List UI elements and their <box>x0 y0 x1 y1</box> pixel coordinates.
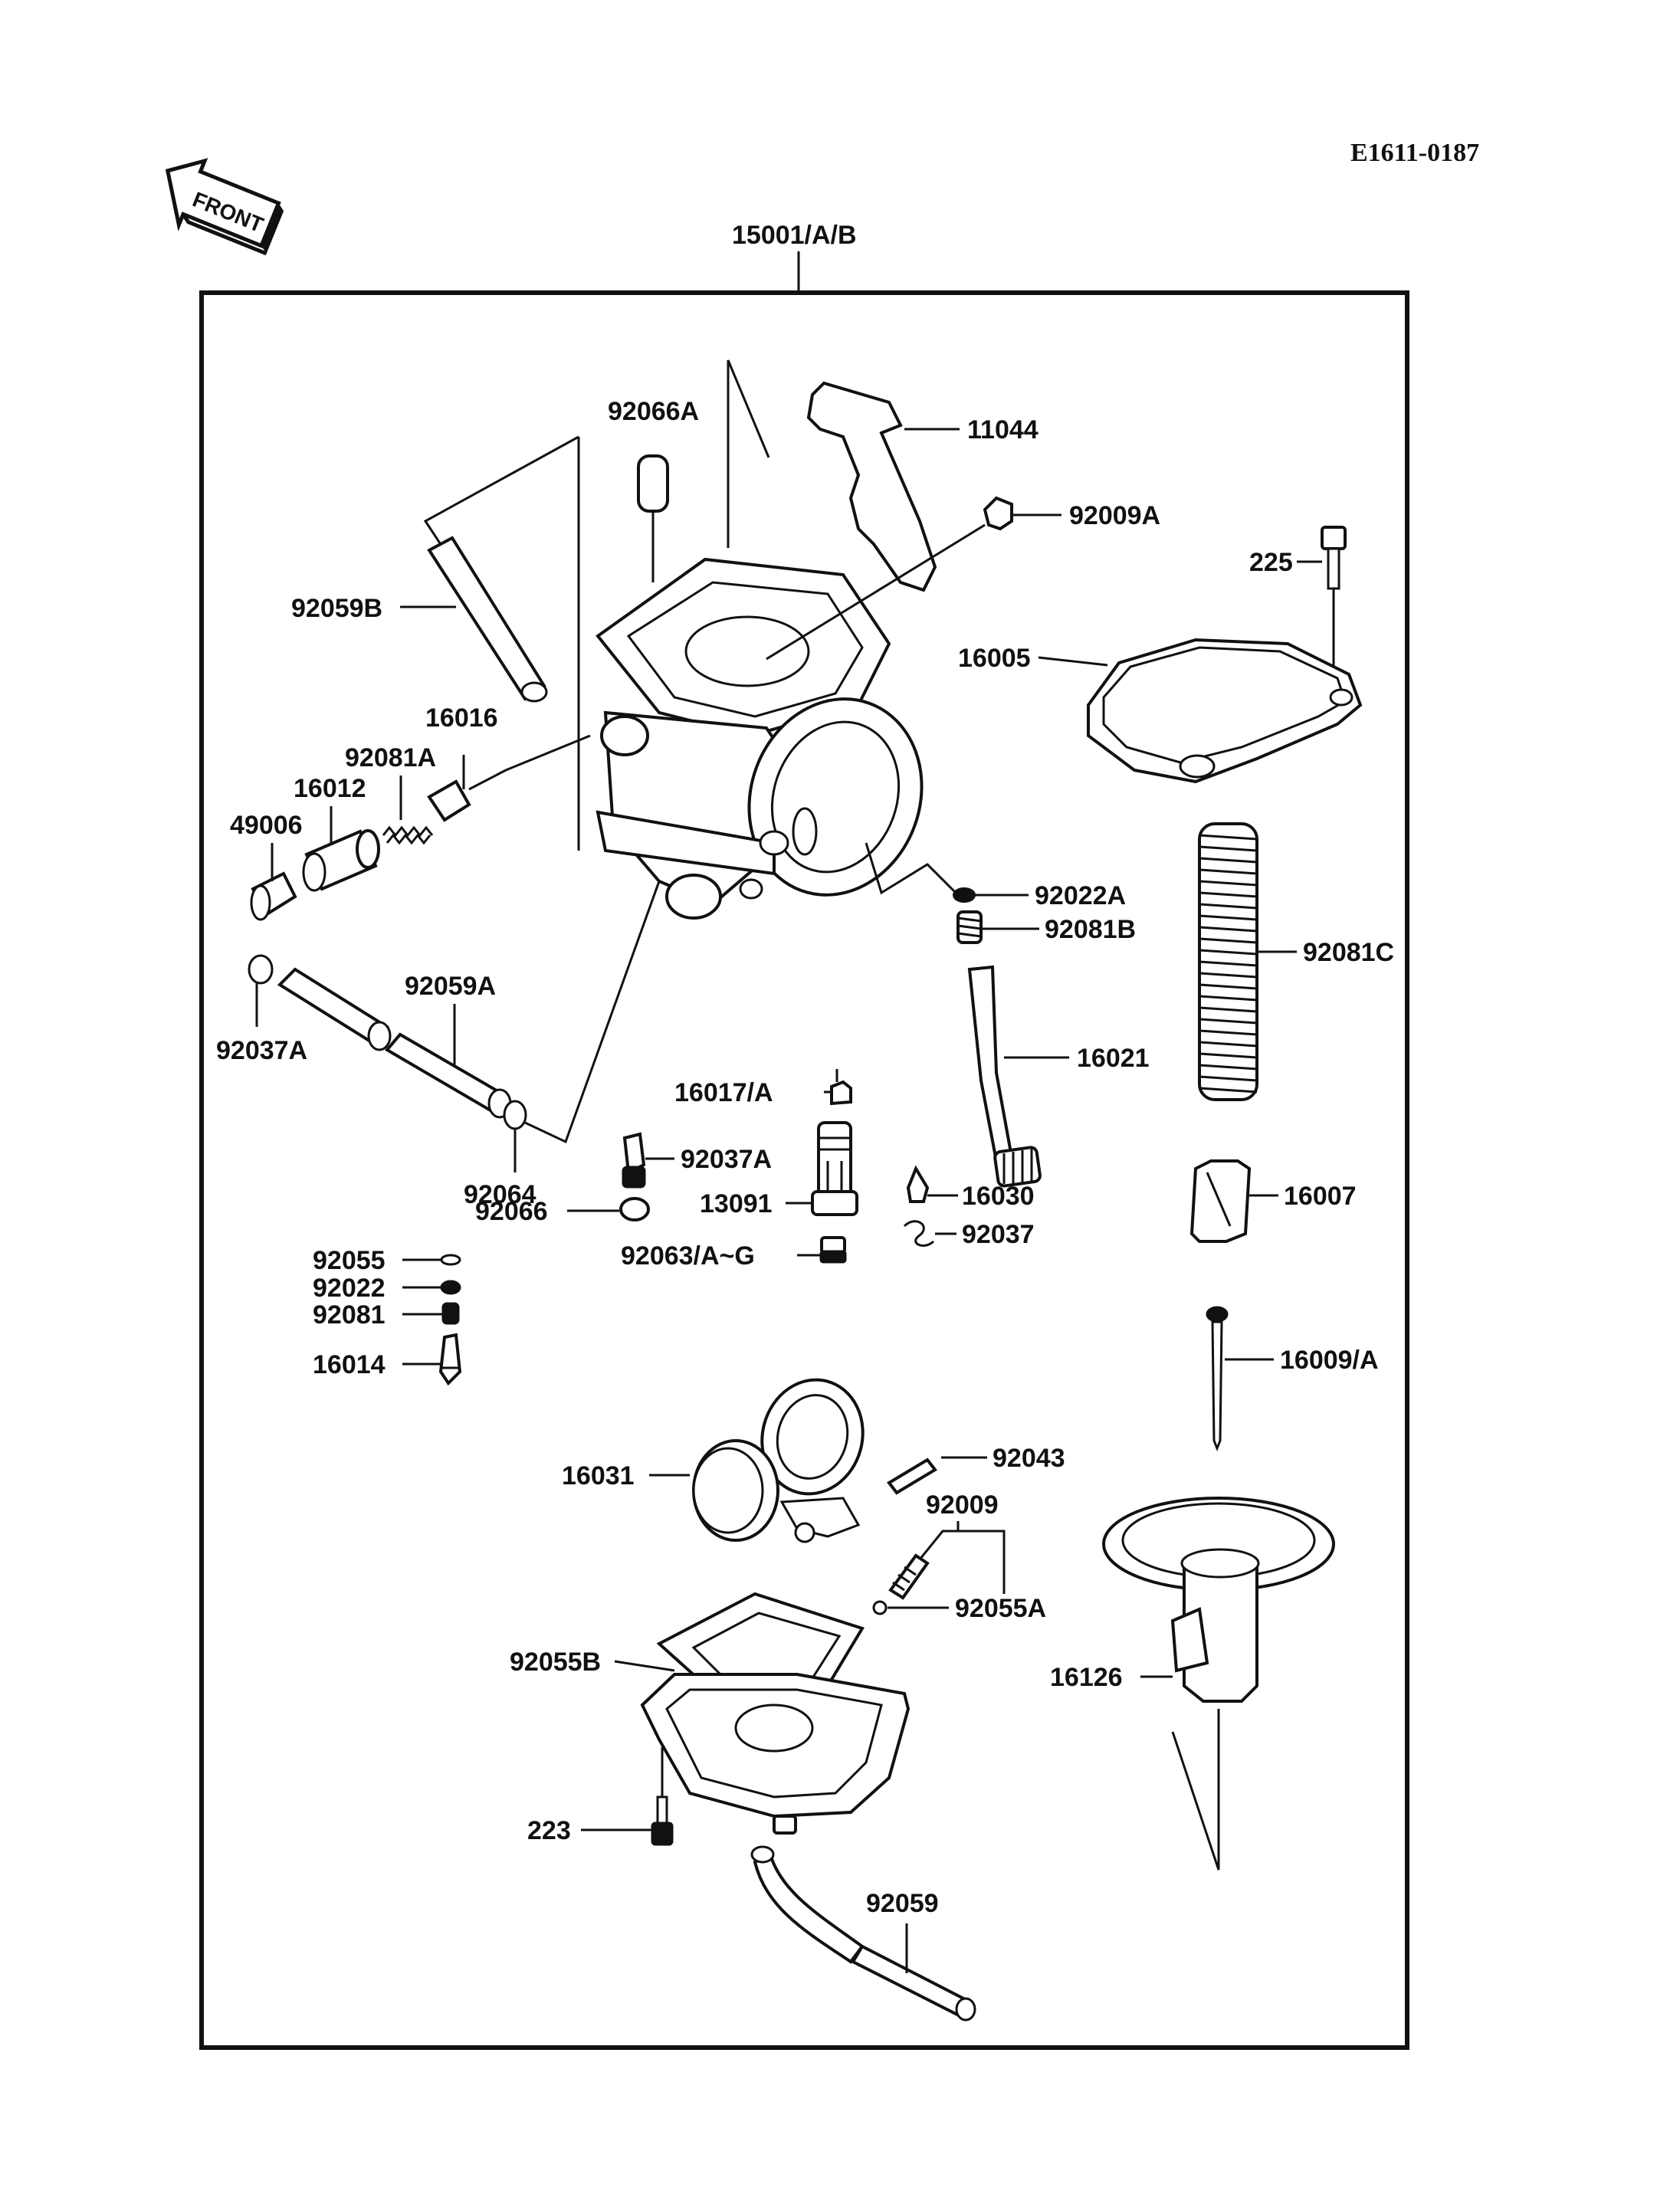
svg-text:92037A: 92037A <box>216 1036 307 1065</box>
part-16031[interactable]: 16031 <box>562 1369 875 1543</box>
svg-text:92059A: 92059A <box>405 972 496 1001</box>
svg-text:92063/A~G: 92063/A~G <box>621 1241 755 1271</box>
svg-text:92066A: 92066A <box>608 397 699 426</box>
svg-text:92022A: 92022A <box>1035 881 1126 910</box>
part-92037[interactable]: 92037 <box>903 1220 1035 1249</box>
svg-text:92081C: 92081C <box>1303 938 1394 967</box>
svg-text:16005: 16005 <box>958 644 1031 673</box>
part-92037A-upper[interactable]: 92037A <box>216 954 307 1065</box>
svg-text:16016: 16016 <box>425 703 498 733</box>
part-16016[interactable]: 16016 <box>425 703 591 822</box>
svg-text:92081A: 92081A <box>345 743 436 772</box>
part-92064[interactable]: 92037A <box>622 1132 772 1189</box>
svg-text:92022: 92022 <box>313 1274 386 1303</box>
part-92081C[interactable]: 92081C <box>1198 822 1394 1101</box>
svg-text:16030: 16030 <box>962 1182 1035 1211</box>
part-92059[interactable]: 92059 <box>750 1845 976 2022</box>
svg-text:49006: 49006 <box>230 811 303 840</box>
svg-text:92009: 92009 <box>926 1490 999 1520</box>
svg-text:92055A: 92055A <box>955 1594 1046 1623</box>
part-11044[interactable]: 11044 <box>806 381 1039 592</box>
svg-text:92055: 92055 <box>313 1246 386 1275</box>
part-92009A[interactable]: 92009A <box>766 496 1160 661</box>
part-92043[interactable]: 92043 <box>887 1444 1065 1495</box>
part-92055[interactable]: 92055 <box>313 1246 461 1275</box>
part-49006[interactable]: 49006 <box>230 811 303 921</box>
part-92059A[interactable]: 92059A <box>277 967 512 1119</box>
svg-text:92043: 92043 <box>993 1444 1065 1473</box>
svg-text:223: 223 <box>527 1816 571 1845</box>
assembly-frame <box>199 290 1409 2050</box>
svg-text:11044: 11044 <box>967 415 1039 444</box>
part-92009[interactable]: 92009 <box>888 1490 1006 1600</box>
part-16014[interactable]: 16014 <box>313 1333 462 1386</box>
part-16030[interactable]: 16030 <box>906 1165 1035 1211</box>
part-16005[interactable]: 16005 <box>958 638 1363 784</box>
svg-text:92066: 92066 <box>475 1197 548 1226</box>
svg-text:225: 225 <box>1249 548 1293 577</box>
part-92063[interactable]: 92063/A~G <box>621 1236 847 1271</box>
part-92055A[interactable]: 92055A <box>872 1594 1046 1623</box>
part-92081B[interactable]: 92081B <box>956 910 1136 944</box>
part-92066[interactable]: 92066 <box>475 1197 650 1226</box>
svg-text:16126: 16126 <box>1050 1663 1123 1692</box>
svg-text:92009A: 92009A <box>1069 501 1160 530</box>
part-92081[interactable]: 92081 <box>313 1300 460 1330</box>
svg-text:16017/A: 16017/A <box>674 1078 773 1107</box>
svg-text:92037A: 92037A <box>681 1145 772 1174</box>
svg-text:92064: 92064 <box>464 1180 536 1209</box>
part-13091[interactable]: 13091 <box>700 1121 858 1218</box>
diagram-code: E1611-0187 <box>1350 139 1479 167</box>
assembly-label: 15001/A/B <box>732 221 857 250</box>
part-16021[interactable]: 16021 <box>967 965 1150 1188</box>
front-arrow-icon: FRONT <box>165 158 284 256</box>
part-92081A[interactable]: 92081A <box>345 743 436 845</box>
svg-text:13091: 13091 <box>700 1189 773 1218</box>
svg-text:92059: 92059 <box>866 1889 939 1918</box>
svg-text:16021: 16021 <box>1077 1044 1150 1073</box>
svg-text:16031: 16031 <box>562 1461 635 1490</box>
svg-text:92059B: 92059B <box>291 594 382 623</box>
svg-text:92081B: 92081B <box>1045 915 1136 944</box>
part-16009A[interactable]: 16009/A <box>1206 1306 1379 1452</box>
part-223[interactable]: 223 <box>527 1747 674 1846</box>
carburetor-body <box>423 359 924 920</box>
svg-text:92037: 92037 <box>962 1220 1035 1249</box>
part-92022[interactable]: 92022 <box>313 1274 461 1303</box>
svg-text:92081: 92081 <box>313 1300 386 1330</box>
part-16017A[interactable]: 16017/A <box>674 1069 852 1107</box>
svg-text:16009/A: 16009/A <box>1280 1346 1379 1375</box>
svg-text:92055B: 92055B <box>510 1648 601 1677</box>
part-16007[interactable]: 16007 <box>1189 1159 1357 1243</box>
svg-text:16014: 16014 <box>313 1350 386 1379</box>
svg-text:16012: 16012 <box>294 774 366 803</box>
part-92059B[interactable]: 92059B <box>291 536 548 703</box>
part-16126[interactable]: 16126 <box>1050 1497 1335 1871</box>
float-bowl <box>640 1673 911 1835</box>
part-92022A[interactable]: 92022A <box>865 842 1126 910</box>
part-92066A[interactable]: 92066A <box>608 397 699 582</box>
part-16012[interactable]: 16012 <box>294 774 380 892</box>
svg-text:16007: 16007 <box>1284 1182 1357 1211</box>
part-92037A-lower[interactable]: 92064 <box>464 880 661 1209</box>
